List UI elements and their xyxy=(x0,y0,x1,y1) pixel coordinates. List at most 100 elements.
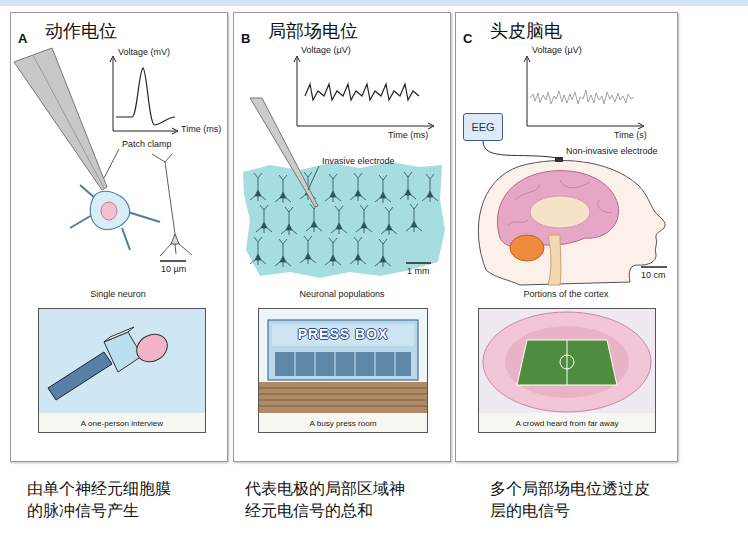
interview-picture-part xyxy=(39,309,206,413)
description-text: 多个局部场电位透过皮层的电信号 xyxy=(490,478,655,523)
action-potential-graph-part xyxy=(116,68,175,125)
lfp-graph-part xyxy=(294,56,434,129)
stadium-picture xyxy=(479,309,656,433)
neuron-population-part xyxy=(250,173,266,201)
panel-title: 局部场电位 xyxy=(268,19,358,43)
annotation-label: Neuronal populations xyxy=(299,289,384,299)
neuron-drawing xyxy=(70,154,192,261)
annotation-label: 10 cm xyxy=(641,270,666,280)
box-label: EEG xyxy=(471,121,494,133)
picture-caption: A busy press room xyxy=(259,419,427,428)
annotation-label: Time (s) xyxy=(614,130,647,140)
panel-title: 动作电位 xyxy=(45,19,117,43)
annotation-label: Invasive electrode xyxy=(322,156,395,166)
press-room-picture-part xyxy=(295,352,395,376)
head-and-brain-part xyxy=(641,266,667,268)
invasive-electrode-part xyxy=(308,166,319,190)
stadium-picture-part xyxy=(479,413,656,433)
annotation-label: 10 µm xyxy=(161,264,186,274)
annotation-label: Non-invasive electrode xyxy=(566,146,658,156)
neuron-drawing-part xyxy=(171,234,179,244)
lfp-graph xyxy=(294,56,434,129)
press-room-picture-part xyxy=(268,320,418,380)
top-bar xyxy=(0,0,748,6)
stadium-picture-part xyxy=(505,326,629,398)
neuron-population-part xyxy=(256,205,272,233)
neuron-population-part xyxy=(381,207,397,235)
annotation-label: Voltage (mV) xyxy=(118,47,170,57)
neuron-drawing-part xyxy=(70,185,160,250)
invasive-electrode-part xyxy=(250,98,318,207)
neuron-population-part xyxy=(281,207,297,235)
neuron-population-part xyxy=(406,262,431,264)
neuron-drawing-part xyxy=(160,260,186,262)
panel: A 动作电位 A one-person interview xyxy=(10,12,228,462)
neuron-population-part xyxy=(375,239,391,267)
lfp-graph-part xyxy=(297,58,432,126)
picture-box: A crowd heard from far away xyxy=(478,308,656,433)
neuron-population-part xyxy=(350,173,366,201)
eeg-graph xyxy=(524,56,644,129)
press-room-picture-part xyxy=(259,382,428,413)
description-text: 由单个神经元细胞膜的脉冲信号产生 xyxy=(27,478,176,523)
press-room-picture-part xyxy=(259,388,428,406)
head-and-brain-part xyxy=(530,196,590,228)
sign-text: PRESS BOX xyxy=(298,326,389,342)
top-bar-part xyxy=(0,0,748,6)
lfp-graph-part xyxy=(305,84,419,100)
eeg-graph-part xyxy=(527,58,642,126)
invasive-electrode xyxy=(250,98,319,207)
press-room-picture xyxy=(259,309,428,433)
neuron-population-part xyxy=(300,236,316,264)
press-room-picture-part xyxy=(259,413,428,433)
interview-picture-part xyxy=(132,329,173,368)
neuron-population-part xyxy=(325,238,341,266)
annotation-label: Portions of the cortex xyxy=(523,289,608,299)
action-potential-graph-part xyxy=(110,56,178,134)
picture-box: A one-person interview xyxy=(38,308,206,433)
head-and-brain xyxy=(478,160,667,285)
panel-letter: A xyxy=(18,31,27,46)
neuron-drawing-part xyxy=(101,202,117,220)
panel-letter: C xyxy=(463,31,472,46)
panel-letter: B xyxy=(241,31,250,46)
interview-picture-part xyxy=(48,352,112,400)
annotation-label: Time (ms) xyxy=(181,124,221,134)
picture-caption: A one-person interview xyxy=(39,419,205,428)
interview-picture-part xyxy=(104,327,134,342)
neuron-population-part xyxy=(250,237,266,265)
neuron-population-part xyxy=(406,204,422,232)
patch-pipette-part xyxy=(104,149,119,178)
panel-title: 头皮脑电 xyxy=(490,19,562,43)
stadium-picture-part xyxy=(567,340,568,385)
neuron-population-part xyxy=(331,206,347,234)
eeg-box: EEG xyxy=(463,113,503,141)
stadium-picture-part xyxy=(483,312,651,412)
description-text: 代表电极的局部区域神经元电信号的总和 xyxy=(245,478,410,523)
annotation-label: Time (ms) xyxy=(388,130,428,140)
interview-picture-part xyxy=(39,413,206,433)
scalp-electrode-part xyxy=(555,157,563,162)
stadium-picture-part xyxy=(560,355,574,369)
neuron-population-part xyxy=(350,237,366,265)
neuron-population-part xyxy=(306,204,322,232)
action-potential-graph-part xyxy=(113,58,176,131)
neuron-population-part xyxy=(325,174,341,202)
eeg-graph-part xyxy=(524,56,644,129)
patch-pipette xyxy=(14,48,119,190)
neuron-population-part xyxy=(375,175,391,203)
stadium-picture-part xyxy=(479,309,656,413)
neuron-drawing-part xyxy=(152,154,192,256)
head-and-brain-part xyxy=(548,235,561,285)
annotation-label: Voltage (µV) xyxy=(532,45,582,55)
head-and-brain-part xyxy=(478,160,665,285)
annotation-label: Voltage (µV) xyxy=(301,45,351,55)
neuron-population-part xyxy=(275,239,291,267)
press-room-picture-part xyxy=(275,352,411,376)
action-potential-graph xyxy=(110,56,178,134)
annotation-label: Single neuron xyxy=(90,289,146,299)
annotation-label: 1 mm xyxy=(407,266,430,276)
head-and-brain-part xyxy=(510,235,544,261)
stadium-picture-part xyxy=(517,340,617,385)
neuron-population-part xyxy=(400,172,416,200)
